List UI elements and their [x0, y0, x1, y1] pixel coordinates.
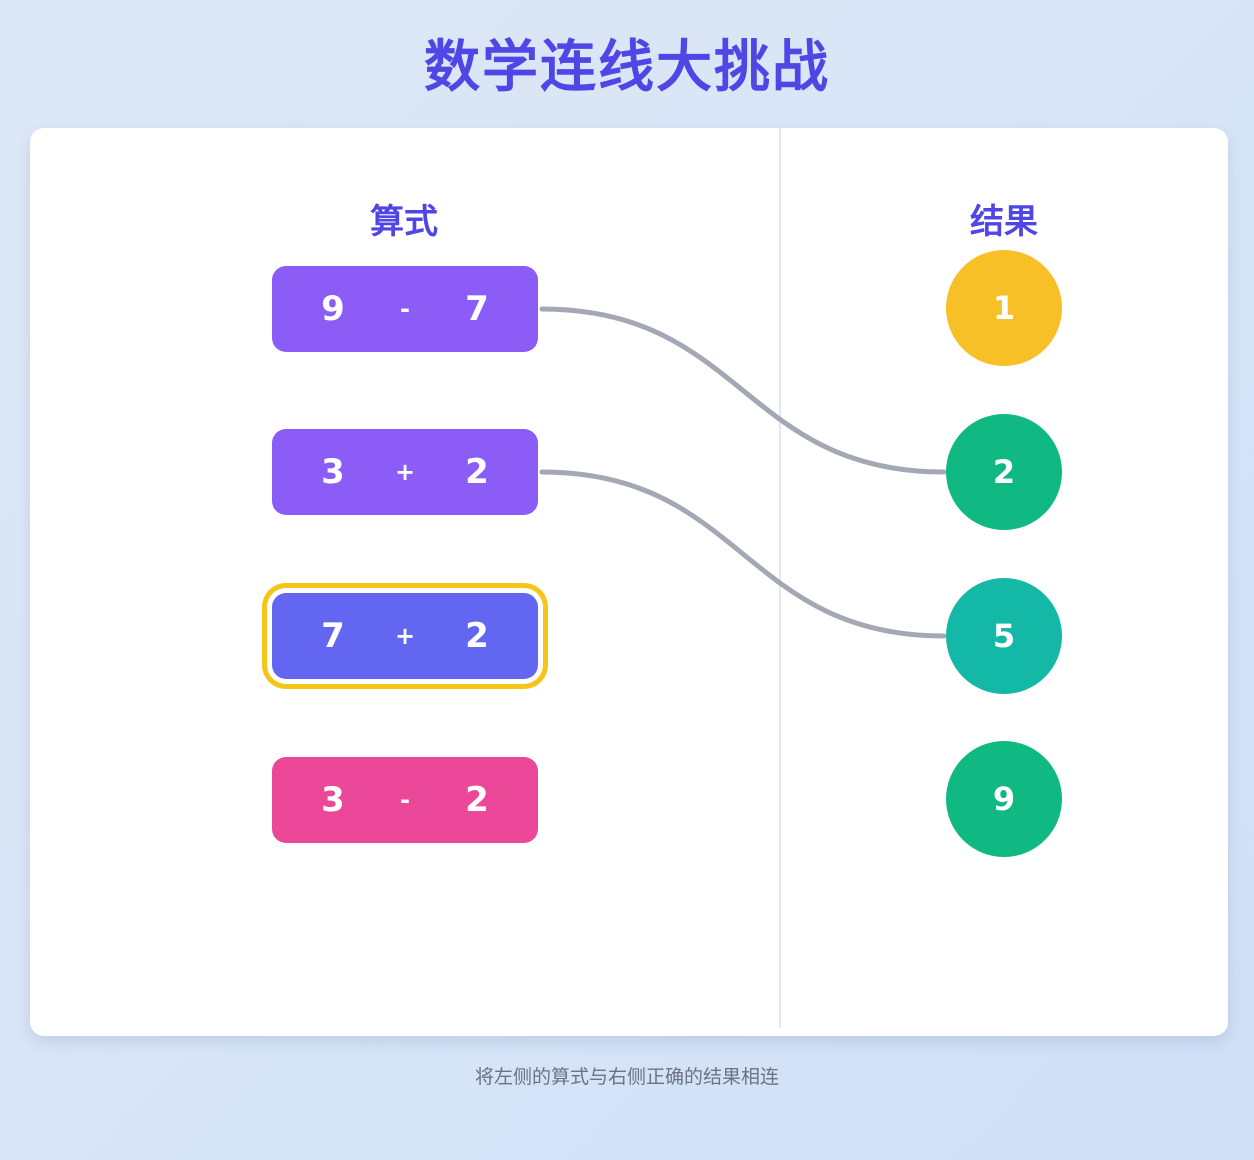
operand-left: 7	[321, 616, 345, 656]
operator: -	[400, 295, 410, 323]
operand-right: 2	[465, 780, 489, 820]
result-circle-0[interactable]: 1	[946, 250, 1062, 366]
page-title: 数学连线大挑战	[424, 35, 830, 100]
expressions-header: 算式	[370, 202, 438, 242]
operand-left: 3	[321, 452, 345, 492]
operator: +	[394, 622, 416, 650]
expression-card-1[interactable]: 3 + 2	[272, 429, 538, 515]
column-divider	[779, 128, 781, 1028]
game-board: 算式 结果 9 - 7 3 + 2 7 + 2 3 - 2 1 2 5 9	[30, 128, 1228, 1036]
operator: -	[400, 786, 410, 814]
expression-card-3[interactable]: 3 - 2	[272, 757, 538, 843]
operand-right: 2	[465, 452, 489, 492]
connection-line-0	[539, 306, 947, 475]
instruction-text: 将左侧的算式与右侧正确的结果相连	[474, 1066, 779, 1088]
operand-left: 9	[321, 289, 345, 329]
operand-right: 2	[465, 616, 489, 656]
result-circle-1[interactable]: 2	[946, 414, 1062, 530]
operator: +	[394, 458, 416, 486]
operand-right: 7	[465, 289, 489, 329]
expression-card-0[interactable]: 9 - 7	[272, 266, 538, 352]
result-circle-3[interactable]: 9	[946, 741, 1062, 857]
expression-card-2[interactable]: 7 + 2	[272, 593, 538, 679]
connection-line-1	[539, 469, 947, 639]
operand-left: 3	[321, 780, 345, 820]
results-header: 结果	[970, 202, 1038, 242]
connection-lines	[539, 306, 947, 639]
result-circle-2[interactable]: 5	[946, 578, 1062, 694]
